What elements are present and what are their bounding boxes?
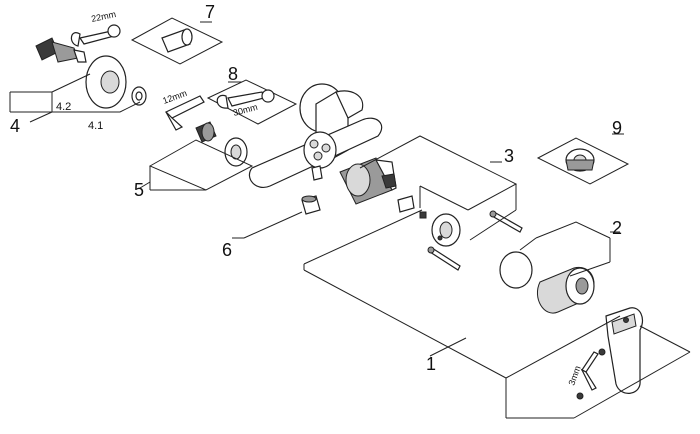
label-item-8: 8	[228, 64, 238, 84]
wrench-22mm-icon: 22mm	[70, 9, 121, 47]
cartridge-icon	[339, 157, 397, 205]
hex-key-3mm-icon: 3mm	[566, 348, 606, 400]
label-item-5: 5	[134, 180, 144, 200]
part-5-group: 5	[134, 121, 254, 200]
part-7-group: 7	[130, 2, 224, 65]
label-item-6: 6	[222, 240, 232, 260]
label-item-4-2: 4.2	[56, 101, 71, 113]
label-item-1: 1	[426, 354, 436, 374]
hex-key-12mm-icon: 12mm	[161, 88, 205, 131]
part-9-diverter-icon	[565, 148, 595, 172]
threaded-connector-icon	[35, 37, 87, 63]
screw-lower-icon	[427, 246, 461, 271]
screw-upper-icon	[489, 210, 523, 233]
washer-icon	[131, 86, 147, 106]
escutcheon-disc-icon	[85, 55, 127, 109]
part-4-wall-connector-group: 22mm 4 4.2 4.1	[9, 9, 147, 136]
part-6-group: 6	[222, 195, 321, 260]
o-ring-icon	[499, 251, 533, 289]
part-2-group: 2	[499, 218, 622, 314]
nut-icon	[195, 121, 217, 143]
spindle-icon	[397, 195, 427, 219]
label-item-7: 7	[205, 2, 215, 22]
label-item-4-1: 4.1	[88, 120, 103, 132]
wrench-30mm-icon: 30mm	[216, 89, 275, 118]
label-item-2: 2	[612, 218, 622, 238]
part-3-cartridge-group: 3	[339, 135, 523, 271]
mounting-plate-icon	[431, 213, 461, 247]
outlet-nozzle-icon	[301, 195, 321, 215]
part-1-group: 3mm 1	[303, 209, 691, 419]
sleeve-icon	[536, 266, 595, 314]
hex-key-3mm-label: 3mm	[566, 364, 582, 386]
part-8-tools-group: 12mm 30mm 8	[161, 64, 298, 131]
label-item-9: 9	[612, 118, 622, 138]
part-9-group: 9	[536, 118, 630, 185]
part-7-sleeve-icon	[161, 28, 193, 53]
label-item-4: 4	[10, 116, 20, 136]
label-item-3: 3	[504, 146, 514, 166]
mixer-body-icon	[248, 83, 383, 188]
wrench-22mm-label: 22mm	[90, 9, 117, 24]
